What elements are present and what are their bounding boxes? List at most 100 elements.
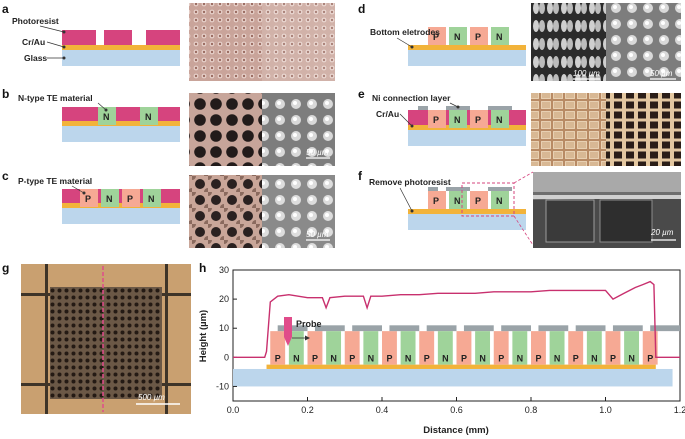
scale-bar-c: 50 µm	[306, 230, 329, 239]
panel-a: a Photoresist Cr/Au Glass	[2, 2, 335, 81]
tile-letter: P	[312, 354, 318, 364]
tile-letter: N	[628, 354, 635, 364]
svg-text:P: P	[475, 196, 481, 206]
n-type-tile	[98, 107, 116, 125]
p-type-tile	[270, 331, 286, 365]
n-type-tile	[624, 331, 640, 365]
probe-label: Probe	[296, 319, 322, 329]
micrograph-photoresist-optical	[189, 3, 262, 81]
x-tick-label: 0.8	[525, 405, 538, 415]
y-axis-label: Height (µm)	[198, 310, 209, 362]
tile-letter: P	[386, 354, 392, 364]
p-type-tile	[531, 331, 546, 365]
n-type-tile	[363, 331, 379, 365]
y-tick-label: -10	[216, 381, 229, 391]
p-type-tile	[382, 331, 397, 365]
ni-layer-label: Ni connection layer	[372, 93, 451, 103]
micrograph-photoresist-optical-2	[262, 3, 335, 81]
ni-connection	[277, 325, 308, 332]
panel-e: e P N P N Ni connection layer Cr/Au	[358, 87, 681, 166]
scale-bar-g: 500 µm	[138, 393, 165, 402]
p-type-tile	[605, 331, 621, 365]
p-type-tile	[568, 331, 584, 365]
tile-letter: N	[591, 354, 598, 364]
panel-c-letter: c	[2, 169, 9, 183]
micrograph-n-type-optical	[189, 93, 262, 166]
n-type-tile	[143, 189, 161, 207]
svg-text:N: N	[496, 32, 503, 42]
tile-letter: N	[293, 354, 300, 364]
cr-au-label: Cr/Au	[22, 37, 45, 47]
panel-h-letter: h	[199, 261, 206, 275]
n-type-tile	[475, 331, 491, 365]
ni-connection	[488, 106, 512, 110]
panel-d: d P N P N Bottom eletrodes 100 µm 50 µm	[358, 2, 681, 81]
x-axis-label: Distance (mm)	[423, 425, 488, 436]
height-profile-line	[233, 280, 680, 358]
svg-text:N: N	[145, 112, 152, 122]
bottom-electrodes-label: Bottom eletrodes	[370, 27, 440, 37]
x-tick-label: 0.4	[376, 405, 389, 415]
ni-connection	[426, 325, 457, 332]
svg-text:P: P	[433, 32, 439, 42]
n-type-tile	[549, 331, 565, 365]
n-type-tile	[400, 331, 416, 365]
te-array	[50, 287, 162, 399]
micrograph-ni-optical-2	[606, 93, 681, 166]
svg-text:P: P	[127, 194, 133, 204]
tile-letter: N	[517, 354, 524, 364]
p-type-tile	[344, 331, 360, 365]
scale-bar-d-left: 100 µm	[573, 69, 600, 78]
scale-bar-f: 20 µm	[650, 228, 674, 237]
p-type-tile	[307, 331, 323, 365]
p-type-tile	[419, 331, 435, 365]
tile-letter: P	[647, 354, 653, 364]
tile-letter: P	[424, 354, 430, 364]
micrograph-p-type-optical	[189, 175, 262, 248]
glass-label: Glass	[24, 53, 47, 63]
y-tick-label: 20	[219, 294, 229, 304]
tile-letter: N	[330, 354, 337, 364]
p-type-tile	[456, 331, 472, 365]
svg-text:P: P	[475, 32, 481, 42]
p-type-tile	[122, 189, 140, 207]
cr-au-label-e: Cr/Au	[376, 109, 399, 119]
ni-connection	[463, 325, 494, 332]
ni-connection	[650, 325, 680, 332]
panel-d-letter: d	[358, 2, 365, 16]
scale-bar-d-right: 50 µm	[650, 69, 673, 78]
x-tick-label: 1.0	[599, 405, 612, 415]
svg-text:P: P	[475, 115, 481, 125]
panel-b: b N N N-type TE material 50 µm	[2, 87, 335, 166]
x-tick-label: 0.0	[227, 405, 240, 415]
tile-letter: N	[368, 354, 375, 364]
panel-f-letter: f	[358, 169, 363, 183]
panel-a-letter: a	[2, 2, 9, 16]
n-type-tile	[326, 331, 342, 365]
svg-text:N: N	[454, 32, 461, 42]
panel-f: f P N P N Remove photoresist 20 µm	[358, 169, 681, 248]
panel-c: c P N P N P-type TE material 50 µm	[2, 169, 335, 248]
photoresist-label: Photoresist	[12, 16, 59, 26]
panel-g: g 500 µm	[2, 261, 191, 414]
tile-letter: N	[554, 354, 561, 364]
svg-text:N: N	[106, 194, 113, 204]
p-type-tile	[642, 331, 658, 365]
zoom-box	[461, 182, 515, 217]
panel-e-letter: e	[358, 87, 365, 101]
ni-connection	[538, 325, 569, 332]
svg-text:N: N	[496, 196, 503, 206]
x-tick-label: 0.2	[301, 405, 314, 415]
tile-letter: P	[610, 354, 616, 364]
n-type-tile	[288, 331, 304, 365]
tile-letter: N	[405, 354, 412, 364]
n-type-tile	[512, 331, 528, 365]
panel-g-letter: g	[2, 261, 9, 275]
y-tick-label: 30	[219, 265, 229, 275]
tile-letter: P	[349, 354, 355, 364]
ni-connection	[418, 106, 428, 110]
tile-letter: P	[275, 354, 281, 364]
